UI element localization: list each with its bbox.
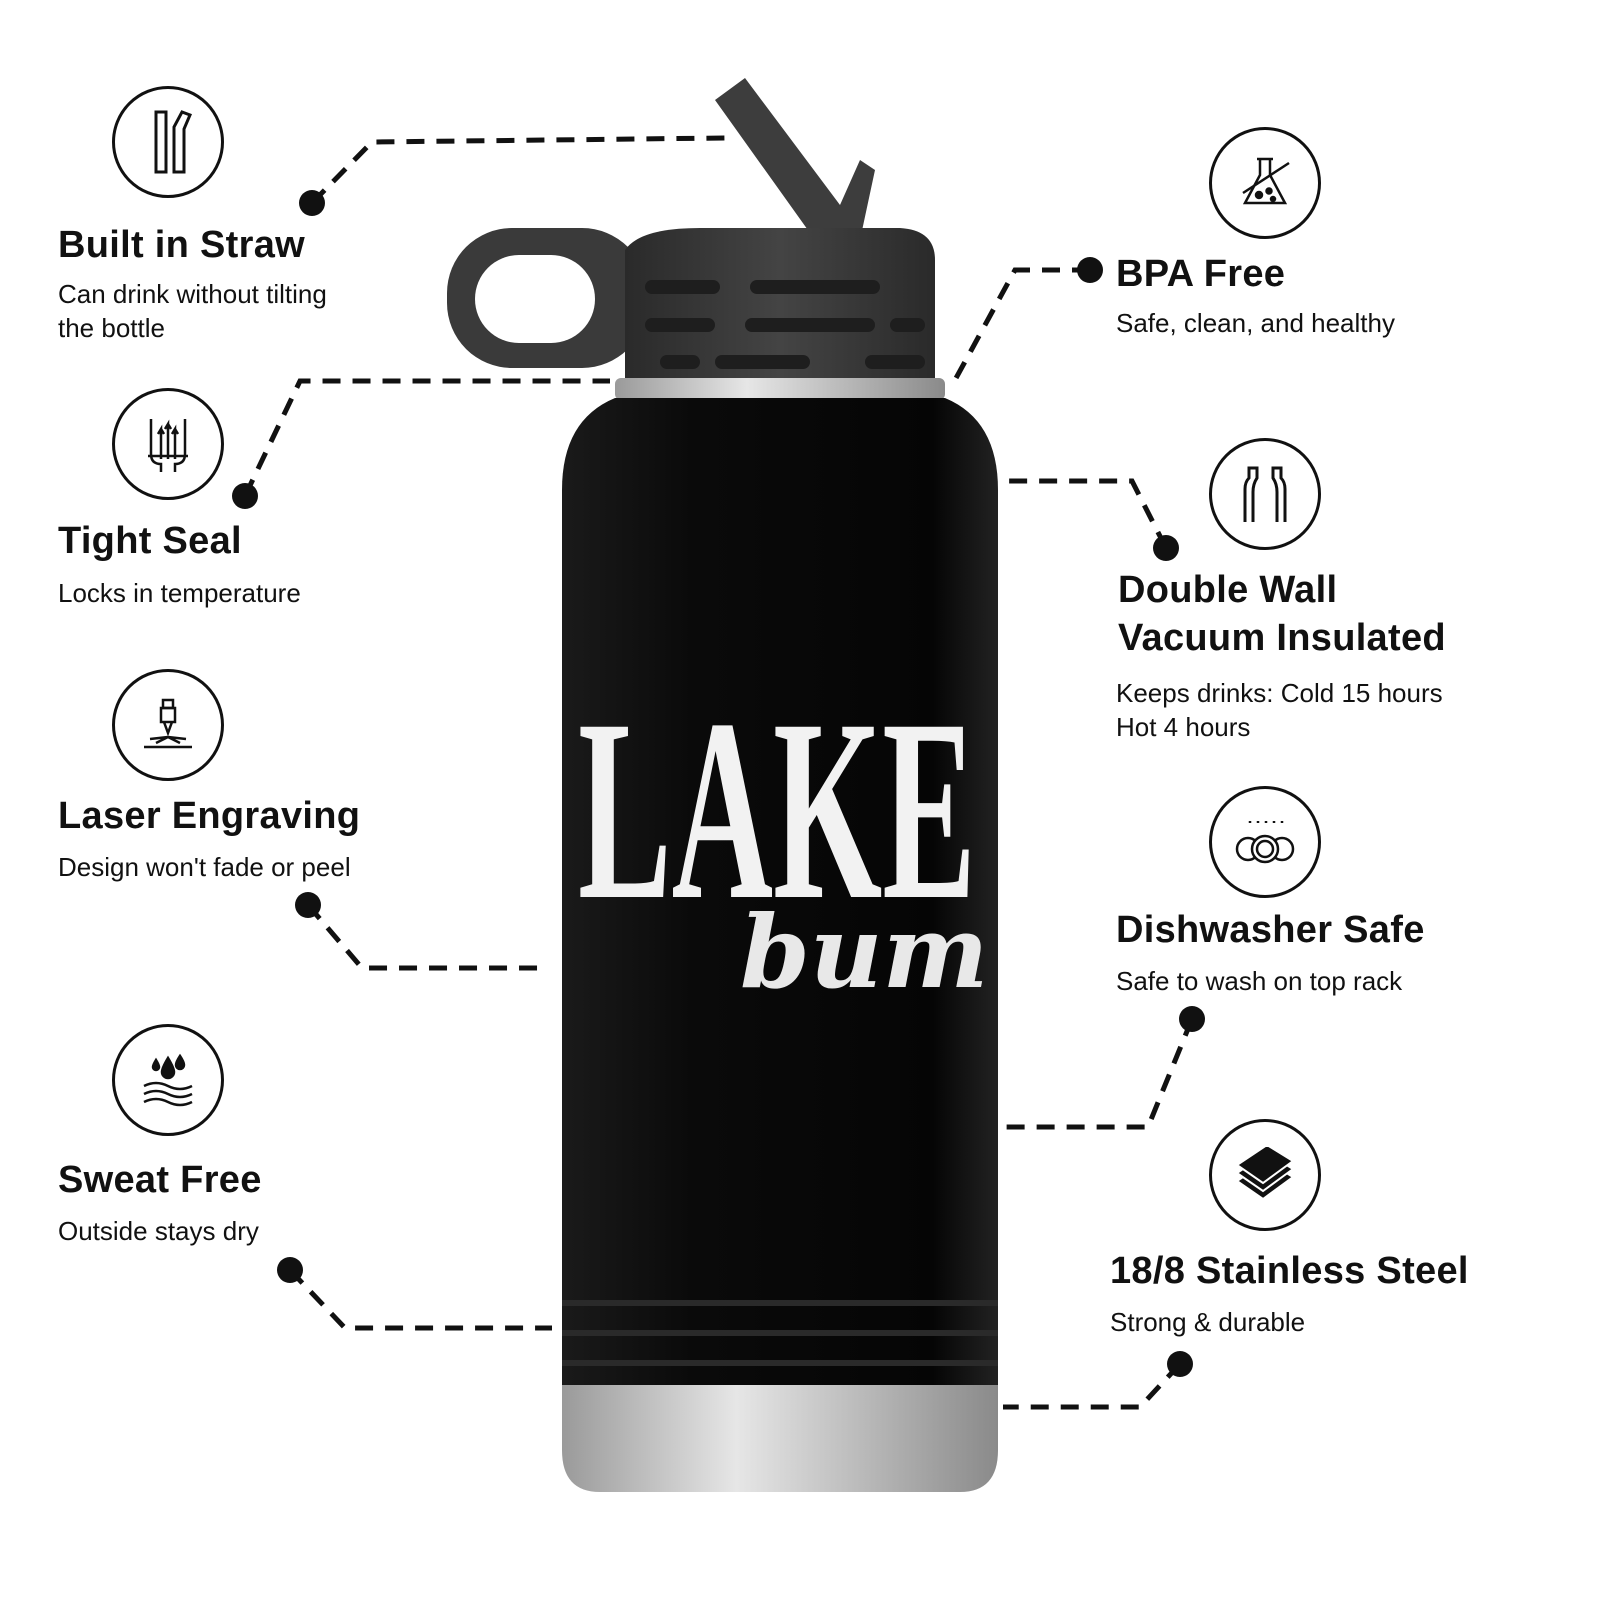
steel-sheets-icon (1209, 1119, 1321, 1231)
feature-desc: Hot 4 hours (1116, 712, 1251, 742)
feature-title: Built in Straw (58, 224, 305, 266)
feature-desc: Strong & durable (1110, 1307, 1306, 1337)
feature-desc: Can drink without tilting (58, 279, 327, 309)
double-wall-icon (1209, 438, 1321, 550)
feature-title: Double Wall (1118, 569, 1338, 611)
feature-title: BPA Free (1116, 253, 1286, 295)
feature-desc: Outside stays dry (58, 1216, 259, 1246)
no-bpa-flask-icon (1209, 127, 1321, 239)
straw-icon (112, 86, 224, 198)
feature-title: Laser Engraving (58, 795, 361, 837)
feature-desc: Safe, clean, and healthy (1116, 308, 1395, 338)
feature-desc: the bottle (58, 313, 165, 343)
connector-lines (242, 135, 1195, 1410)
feature-desc: Design won't fade or peel (58, 852, 351, 882)
connector-dots (232, 190, 1205, 1377)
feature-title: 18/8 Stainless Steel (1110, 1250, 1469, 1292)
feature-title: Vacuum Insulated (1118, 617, 1446, 659)
feature-desc: Safe to wash on top rack (1116, 966, 1403, 996)
tight-seal-icon (112, 388, 224, 500)
feature-title: Dishwasher Safe (1116, 909, 1425, 951)
engraved-design-lake: LAKE (578, 666, 976, 954)
feature-desc: Locks in temperature (58, 578, 301, 608)
engraved-design-bum: bum (740, 893, 989, 1011)
feature-desc: Keeps drinks: Cold 15 hours (1116, 678, 1443, 708)
feature-title: Tight Seal (58, 520, 242, 562)
straw (715, 78, 875, 240)
bottle-body (562, 398, 998, 1492)
feature-title: Sweat Free (58, 1159, 262, 1201)
laser-icon (112, 669, 224, 781)
lid (447, 228, 945, 400)
water-drops-icon (112, 1024, 224, 1136)
dishwasher-icon (1209, 786, 1321, 898)
